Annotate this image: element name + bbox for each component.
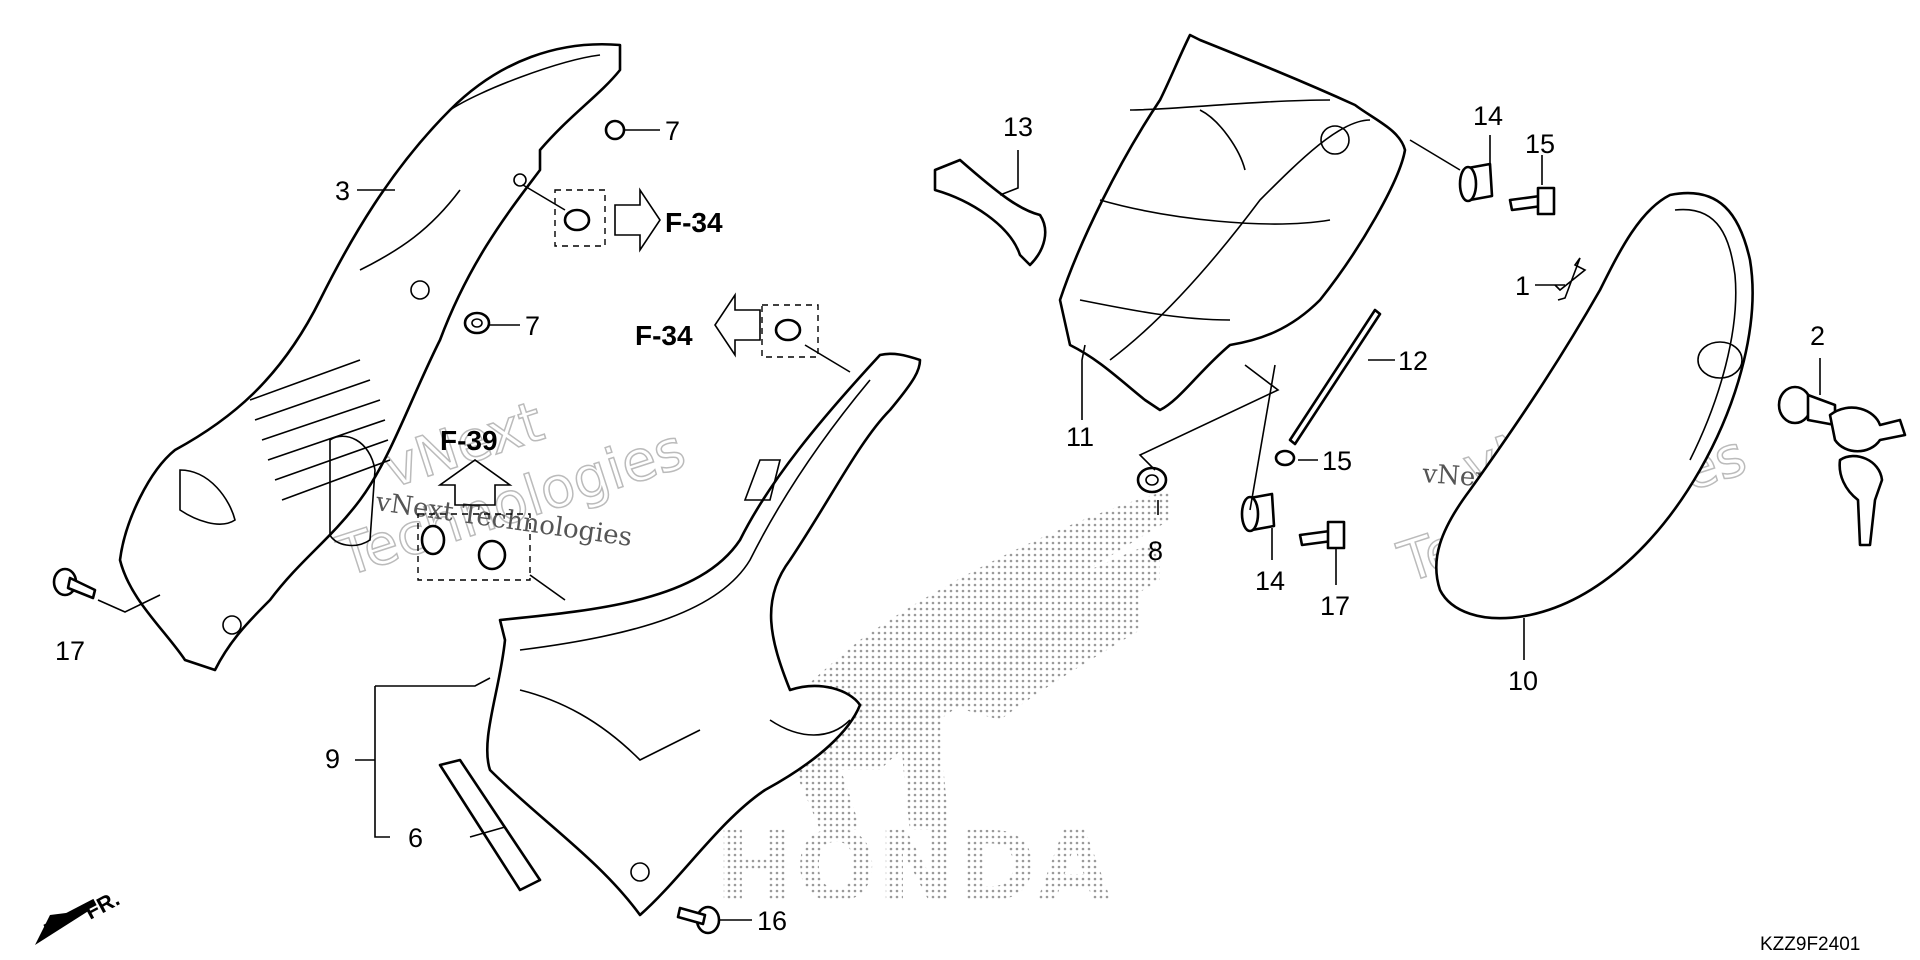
part-15-bolt-bottom (676, 905, 721, 935)
ref-box-f34-right (554, 189, 606, 247)
part-6-strip (438, 758, 542, 892)
part-13-band (933, 158, 1047, 267)
callout-17-upper: 15 (1525, 129, 1555, 159)
callout-1: 1 (1515, 271, 1530, 301)
callout-14-upper: 14 (1473, 101, 1503, 131)
part-3-shroud (118, 43, 622, 672)
part-14-collar-upper (1458, 162, 1494, 203)
part-10-side-panel (1434, 191, 1754, 620)
part-15-bolt-left (52, 567, 97, 600)
callout-14-lower: 14 (1255, 566, 1285, 596)
ref-box-f34-left (761, 304, 819, 358)
part-7-grommet-lower (463, 311, 491, 335)
honda-logo-text: HONDA (715, 811, 1111, 923)
front-label: FR. (81, 886, 124, 925)
ref-box-f39 (417, 513, 531, 581)
ref-label-f34-right: F-34 (665, 207, 723, 238)
part-16-nut (1274, 449, 1296, 467)
callout-9: 9 (325, 744, 340, 774)
ref-label-f34-left: F-34 (635, 320, 693, 351)
callout-2: 2 (1810, 321, 1825, 351)
front-direction-indicator: FR. (35, 886, 124, 945)
part-17-bolt-upper (1508, 186, 1556, 216)
part-8-grommet (1136, 466, 1168, 494)
part-1-clip (1554, 257, 1587, 301)
callout-17-lower: 17 (1320, 591, 1350, 621)
callout-15-left: 17 (55, 636, 85, 666)
part-11-case (1058, 33, 1407, 412)
ref-label-f39: F-39 (440, 425, 498, 456)
part-9-side-cover (485, 352, 922, 917)
callout-13: 13 (1003, 112, 1033, 142)
callout-10: 10 (1508, 666, 1538, 696)
callout-12: 12 (1398, 346, 1428, 376)
callout-15-bottom: 16 (757, 906, 787, 936)
callout-3: 3 (335, 176, 350, 206)
part-12-rod (1288, 308, 1382, 446)
ref-arrow-f34-right (614, 187, 661, 253)
ref-arrow-f39 (437, 459, 513, 506)
callout-7-lower: 7 (525, 311, 540, 341)
part-2-key-lock (1777, 385, 1907, 547)
callout-labels: 3 7 7 17 9 6 16 13 11 8 12 15 14 15 14 1… (55, 101, 1825, 936)
callout-11: 11 (1066, 422, 1094, 452)
part-17-bolt-lower (1298, 520, 1346, 550)
callout-7-upper: 7 (665, 116, 680, 146)
drawing-code: KZZ9F2401 (1760, 934, 1860, 955)
part-7-grommet-upper (604, 119, 626, 141)
callout-6: 6 (408, 823, 423, 853)
callout-8: 8 (1148, 536, 1163, 566)
leader-lines (97, 129, 1821, 921)
part-14-collar-lower (1240, 492, 1276, 533)
ref-arrow-f34-left (714, 292, 761, 358)
callout-16: 15 (1322, 446, 1352, 476)
